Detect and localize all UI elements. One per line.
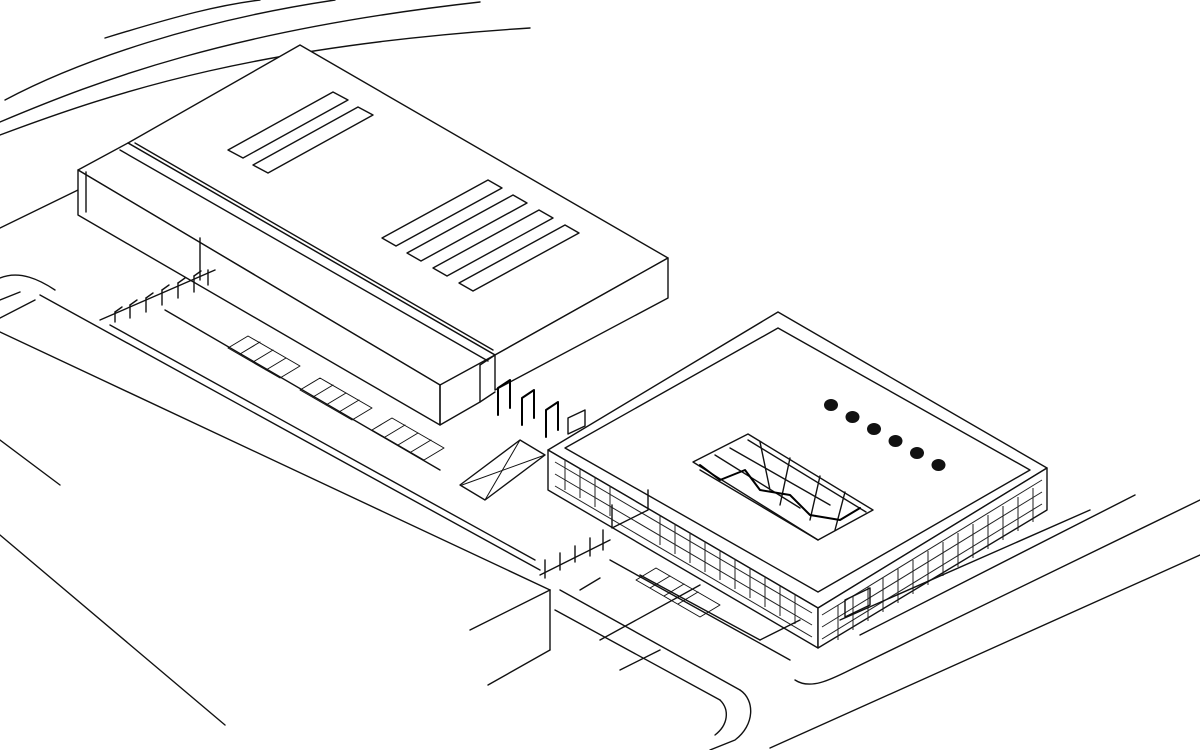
rooftop-unit [888, 435, 903, 447]
parking-stalls-row-2 [635, 567, 721, 618]
rooftop-unit [867, 423, 881, 435]
parking-area [39, 294, 546, 571]
rooftop-mechanical-unit [692, 433, 874, 541]
rooftop-unit [824, 399, 838, 411]
left-site-ground [0, 189, 226, 726]
rooftop-round-units [824, 399, 946, 471]
right-roads [769, 494, 1200, 749]
lower-roads [554, 559, 801, 750]
rooftop-unit [845, 411, 860, 423]
lower-left-block [0, 331, 551, 686]
gate-posts-upper [99, 269, 216, 323]
gate-posts-lower [539, 529, 611, 579]
facade-windows-left [554, 460, 813, 638]
curved-roads-top-left [0, 0, 531, 136]
skylights-group-b [381, 179, 580, 292]
doorways [497, 379, 586, 438]
skylights-group-a [227, 91, 374, 174]
rooftop-unit [910, 447, 924, 459]
office-building [547, 311, 1048, 649]
warehouse-building [77, 44, 669, 426]
facade-windows-right [821, 479, 1043, 640]
parking-stalls-row-1 [227, 335, 445, 461]
rooftop-unit [931, 459, 946, 471]
